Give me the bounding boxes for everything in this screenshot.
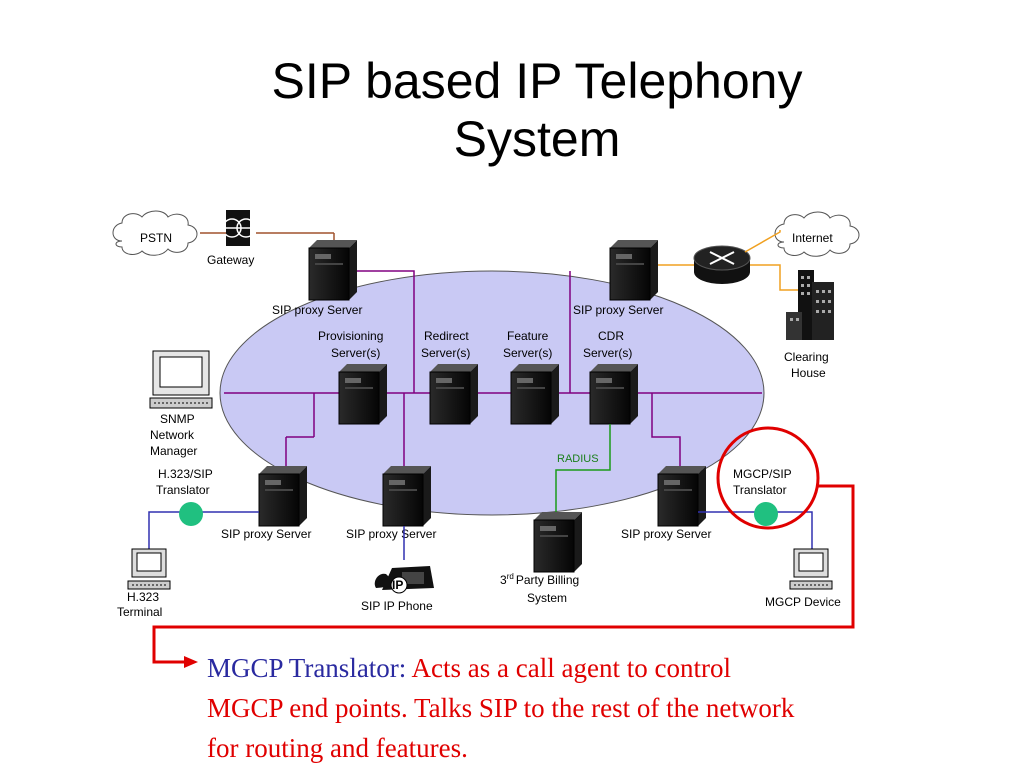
snmp-label-2: Network: [150, 428, 195, 442]
sip-ip-phone-icon: [374, 566, 434, 594]
snmp-label-3: Manager: [150, 444, 197, 458]
cdr-label-1: CDR: [598, 329, 624, 343]
router-icon: [693, 245, 751, 284]
pstn-label: PSTN: [140, 231, 172, 245]
sip-proxy-bottom-right-label: SIP proxy Server: [621, 527, 711, 541]
snmp-label-1: SNMP: [160, 412, 195, 426]
cdr-server: [589, 363, 639, 425]
gateway-icon: [222, 210, 256, 246]
feature-server: [510, 363, 560, 425]
network-links: [224, 270, 762, 468]
sip-proxy-top-right-label: SIP proxy Server: [573, 303, 663, 317]
sip-proxy-bottom-left-label: SIP proxy Server: [221, 527, 311, 541]
internet-links: [656, 230, 800, 291]
h323-sip-label-2: Translator: [156, 483, 210, 497]
billing-label-2: System: [527, 591, 567, 605]
mgcp-translator-callout-circle: [716, 426, 820, 530]
cdr-label-2: Server(s): [583, 346, 632, 360]
caption: MGCP Translator: Acts as a call agent to…: [207, 648, 997, 768]
sip-proxy-server-top-right: [609, 239, 659, 301]
sip-proxy-server-top-left: [308, 239, 358, 301]
title-line-1: SIP based IP Telephony: [271, 53, 803, 109]
clearing-house-icon: [786, 270, 834, 340]
sip-proxy-server-bottom-left: [258, 465, 308, 527]
provisioning-label-2: Server(s): [331, 346, 380, 360]
h323-terminal-label-2: Terminal: [117, 605, 162, 619]
h323-terminal-label-1: H.323: [127, 590, 159, 604]
sip-proxy-server-bottom-right: [657, 465, 707, 527]
callout-arrow-head-icon: [184, 656, 198, 668]
caption-line-1: MGCP Translator: Acts as a call agent to…: [207, 648, 997, 688]
h323-terminal-icon: [127, 548, 171, 590]
callout-arrow: [152, 484, 855, 664]
redirect-label-2: Server(s): [421, 346, 470, 360]
sip-proxy-bottom-middle-label: SIP proxy Server: [346, 527, 436, 541]
mgcp-sip-label-1: MGCP/SIP: [733, 467, 792, 481]
clearing-house-label-2: House: [791, 366, 826, 380]
sip-proxy-top-left-label: SIP proxy Server: [272, 303, 362, 317]
clearing-house-label-1: Clearing: [784, 350, 829, 364]
endpoint-links: [148, 511, 813, 560]
mgcp-sip-translator-icon: [754, 502, 778, 526]
caption-line-2: MGCP end points. Talks SIP to the rest o…: [207, 693, 795, 723]
internet-label: Internet: [792, 231, 833, 245]
ip-badge-label: IP: [392, 578, 403, 592]
title-line-2: System: [453, 111, 621, 167]
mgcp-device-icon: [789, 548, 833, 590]
caption-highlight: MGCP Translator:: [207, 653, 407, 683]
radius-link: [555, 424, 611, 514]
sip-ip-phone-label: SIP IP Phone: [361, 599, 433, 613]
gateway-label: Gateway: [207, 253, 254, 267]
radius-label: RADIUS: [557, 453, 599, 465]
caption-line-3: for routing and features.: [207, 733, 468, 763]
provisioning-server: [338, 363, 388, 425]
feature-label-2: Server(s): [503, 346, 552, 360]
h323-sip-label-1: H.323/SIP: [158, 467, 213, 481]
billing-server: [533, 511, 583, 573]
redirect-label-1: Redirect: [424, 329, 469, 343]
caption-line-1-rest: Acts as a call agent to control: [406, 653, 731, 683]
h323-sip-translator-icon: [179, 502, 203, 526]
page-title: SIP based IP Telephony System: [0, 52, 1024, 168]
provisioning-label-1: Provisioning: [318, 329, 383, 343]
redirect-server: [429, 363, 479, 425]
mgcp-sip-label-2: Translator: [733, 483, 787, 497]
snmp-manager-icon: [149, 350, 213, 409]
feature-label-1: Feature: [507, 329, 549, 343]
mgcp-device-label: MGCP Device: [765, 595, 841, 609]
sip-proxy-server-bottom-middle: [382, 465, 432, 527]
